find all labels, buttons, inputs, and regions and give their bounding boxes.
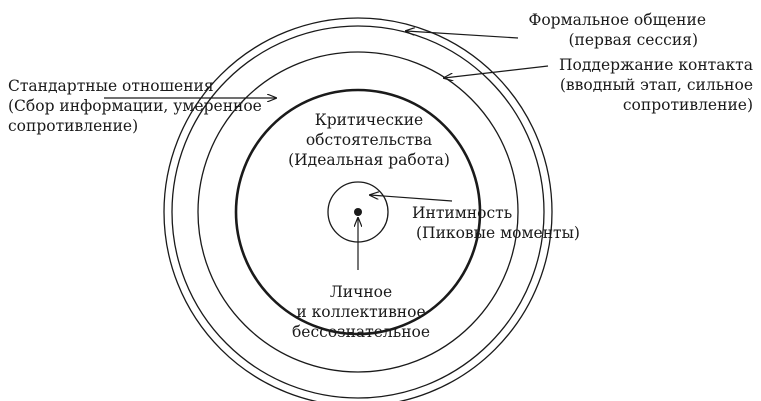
- label-intimacy-title: Интимность: [412, 204, 513, 222]
- label-contact-note-2: сопротивление): [622, 96, 753, 114]
- label-critical-title-2: обстоятельства: [305, 131, 433, 149]
- label-contact-note-1: (вводный этап, сильное: [559, 76, 753, 94]
- arrow-contact: [444, 65, 549, 78]
- circle-standard: [197, 51, 519, 373]
- label-formal-note: (первая сессия): [568, 31, 698, 49]
- label-formal: Формальное общение (первая сессия): [528, 10, 706, 50]
- label-standard: Стандартные отношения (Сбор информации, …: [8, 76, 262, 136]
- label-critical-title-1: Критические: [314, 111, 424, 129]
- outer-circle-formal: [163, 17, 553, 401]
- circle-contact: [171, 25, 545, 399]
- label-standard-title: Стандартные отношения: [8, 77, 214, 95]
- arrow-formal: [406, 31, 519, 39]
- center-dot: [354, 208, 362, 216]
- label-critical: Критические обстоятельства (Идеальная ра…: [285, 110, 453, 170]
- label-contact: Поддержание контакта (вводный этап, силь…: [559, 55, 753, 115]
- label-unconscious-title-1: Личное: [329, 283, 393, 301]
- label-critical-note: (Идеальная работа): [288, 151, 450, 169]
- label-intimacy: Интимность (Пиковые моменты): [408, 203, 580, 243]
- label-unconscious-title-3: бессознательное: [291, 323, 431, 341]
- label-standard-note-2: сопротивление): [8, 117, 139, 135]
- arrow-intimacy: [370, 195, 453, 202]
- label-intimacy-note: (Пиковые моменты): [416, 224, 580, 242]
- label-unconscious: Личное и коллективное бессознательное: [276, 282, 446, 342]
- label-unconscious-title-2: и коллективное: [296, 303, 426, 321]
- label-contact-title: Поддержание контакта: [559, 56, 753, 74]
- label-formal-title: Формальное общение: [528, 11, 706, 29]
- label-standard-note-1: (Сбор информации, умеренное: [8, 97, 262, 115]
- circle-critical: [234, 88, 482, 336]
